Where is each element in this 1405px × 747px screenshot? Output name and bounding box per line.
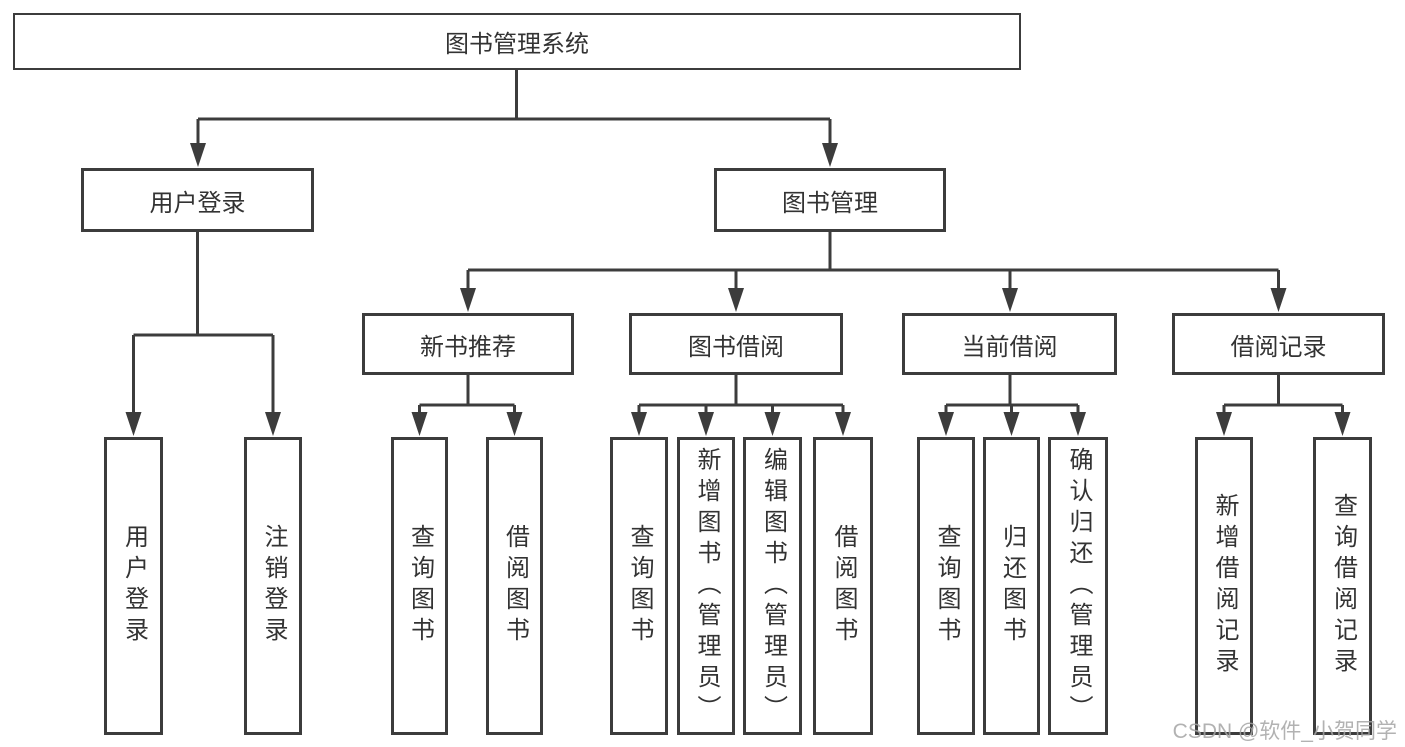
leaf-logout: 注销登录: [244, 437, 302, 735]
node-book-management: 图书管理: [714, 168, 946, 232]
node-label: 图书管理系统: [445, 31, 589, 58]
arrowheads-level3: [460, 288, 1287, 312]
arrowheads-bookborrow-leaves: [631, 412, 851, 436]
node-label: 编辑图书（管理员）: [759, 446, 787, 726]
arrowheads-level2: [190, 143, 838, 167]
node-label: 确认归还（管理员）: [1065, 446, 1092, 726]
leaf-add-books-admin: 新增图书（管理员）: [677, 437, 735, 735]
leaf-query-books-recommendation: 查询图书: [391, 437, 448, 735]
node-label: 用户登录: [149, 189, 246, 217]
node-label: 当前借阅: [961, 333, 1058, 361]
connector-borrowrecord-to-leaves: [1222, 375, 1344, 419]
node-library-management-system: 图书管理系统: [13, 13, 1021, 70]
node-book-borrowing: 图书借阅: [629, 313, 843, 375]
node-label: 图书管理: [782, 189, 878, 217]
connector-newbookrec-to-leaves: [418, 375, 516, 419]
node-label: 借阅记录: [1230, 333, 1327, 361]
node-label: 注销登录: [260, 524, 287, 648]
node-new-book-recommendation: 新书推荐: [362, 313, 574, 375]
node-label: 查询图书: [406, 524, 434, 648]
node-label: 查询图书: [933, 524, 960, 648]
connector-root-to-level2: [196, 70, 832, 150]
arrowheads-borrowrecord-leaves: [1216, 412, 1351, 436]
node-label: 新书推荐: [420, 333, 516, 361]
node-label: 图书借阅: [688, 333, 784, 361]
connector-bookmgmt-to-level3: [466, 232, 1280, 296]
connector-bookborrow-to-leaves: [637, 375, 845, 419]
leaf-confirm-return-admin: 确认归还（管理员）: [1048, 437, 1108, 735]
leaf-edit-books-admin: 编辑图书（管理员）: [743, 437, 802, 735]
leaf-add-borrow-record: 新增借阅记录: [1195, 437, 1253, 735]
leaf-query-books-current: 查询图书: [917, 437, 975, 735]
node-label: 借阅图书: [501, 524, 529, 648]
leaf-query-borrow-record: 查询借阅记录: [1313, 437, 1372, 735]
arrowheads-userlogin-leaves: [125, 412, 281, 436]
watermark: CSDN @软件_小贺同学: [1172, 720, 1397, 743]
node-label: 查询图书: [626, 524, 653, 648]
leaf-borrow-books-recommendation: 借阅图书: [486, 437, 543, 735]
node-label: 借阅图书: [830, 524, 857, 648]
connector-userlogin-to-leaves: [132, 232, 275, 419]
node-user-login: 用户登录: [81, 168, 314, 232]
node-label: 新增图书（管理员）: [693, 446, 720, 726]
leaf-query-books-borrowing: 查询图书: [610, 437, 668, 735]
arrowheads-newbookrec-leaves: [411, 412, 523, 436]
node-borrowing-records: 借阅记录: [1172, 313, 1385, 375]
node-current-borrowing: 当前借阅: [902, 313, 1117, 375]
node-label: 查询借阅记录: [1329, 493, 1357, 679]
leaf-return-books: 归还图书: [983, 437, 1040, 735]
connector-currentborrow-to-leaves: [944, 375, 1080, 419]
node-label: 归还图书: [998, 524, 1026, 648]
leaf-user-login: 用户登录: [104, 437, 163, 735]
node-label: 新增借阅记录: [1211, 493, 1238, 679]
arrowheads-currentborrow-leaves: [938, 412, 1086, 436]
node-label: 用户登录: [120, 524, 148, 648]
leaf-borrow-books-borrowing: 借阅图书: [813, 437, 873, 735]
